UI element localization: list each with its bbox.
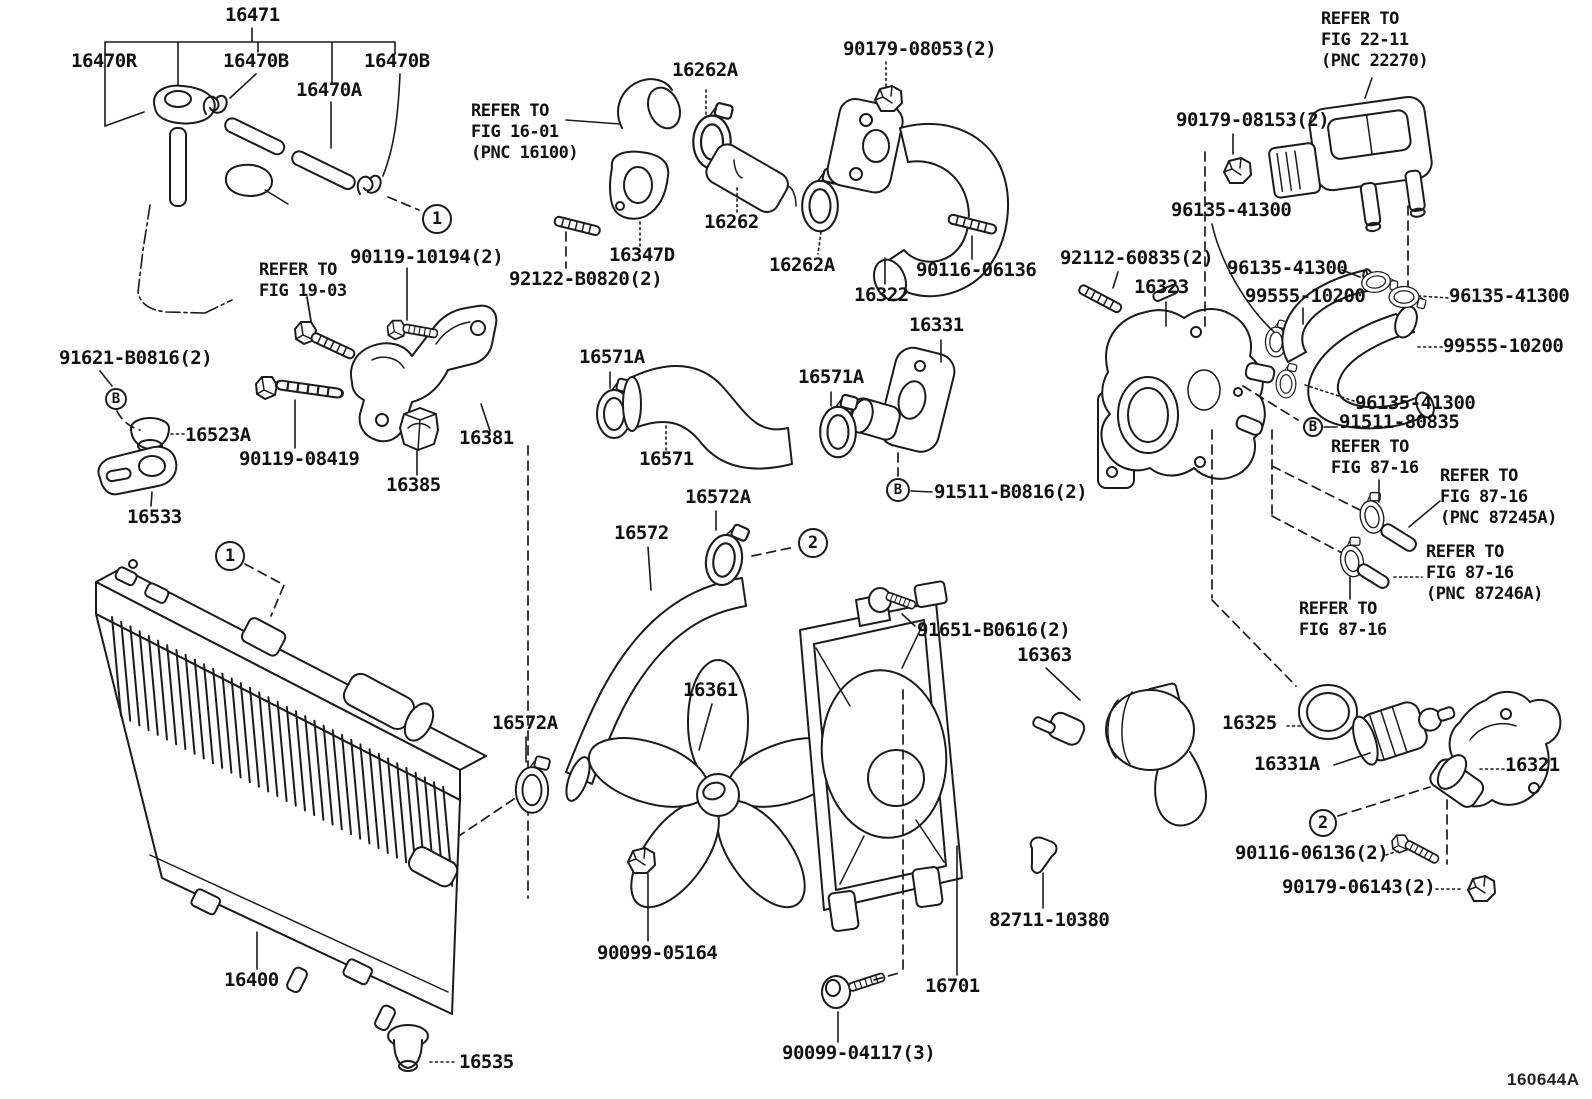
water-outlet-pipe-16322 bbox=[826, 61, 1009, 302]
callout-circle-B: B bbox=[886, 478, 910, 502]
part-number-label: 90099-05164 bbox=[597, 942, 718, 964]
reference-note: (PNC 87246A) bbox=[1426, 584, 1543, 604]
radiator-upper-hose-16571 bbox=[527, 365, 860, 899]
part-number-label: 16400 bbox=[224, 969, 279, 991]
part-number-label: 16535 bbox=[459, 1051, 514, 1073]
part-number-label: 16470R bbox=[71, 50, 137, 72]
figure-code: 160644A bbox=[1507, 1070, 1580, 1089]
reference-note: REFER TO bbox=[1440, 466, 1518, 486]
reference-note: FIG 22-11 bbox=[1321, 30, 1409, 50]
part-number-label: 92122-B0820(2) bbox=[509, 268, 663, 290]
fig-19-03-leader bbox=[306, 296, 312, 322]
reference-note: FIG 87-16 bbox=[1299, 620, 1387, 640]
reference-note: REFER TO bbox=[1331, 437, 1409, 457]
reference-note: REFER TO bbox=[1426, 542, 1504, 562]
reservoir-cap-and-tubes bbox=[137, 84, 420, 314]
callout-circle-1: 1 bbox=[215, 541, 245, 571]
reservoir-label-bracket bbox=[104, 27, 401, 177]
part-number-label: 16523A bbox=[185, 424, 251, 446]
part-number-label: 90099-04117(3) bbox=[782, 1042, 936, 1064]
reference-note: (PNC 87245A) bbox=[1440, 508, 1557, 528]
reference-note: FIG 19-03 bbox=[259, 281, 347, 301]
part-number-label: 16470B bbox=[223, 50, 289, 72]
callout-circle-2: 2 bbox=[798, 528, 828, 558]
part-number-label: 16533 bbox=[127, 506, 182, 528]
part-number-label: 16470A bbox=[296, 79, 362, 101]
vacuum-valve-22270 bbox=[1268, 95, 1433, 233]
part-number-label: 16571 bbox=[639, 448, 694, 470]
part-number-label: 99555-10200 bbox=[1245, 285, 1366, 307]
reference-note: REFER TO bbox=[1299, 599, 1377, 619]
part-number-label: 96135-41300 bbox=[1355, 392, 1476, 414]
part-number-label: 16571A bbox=[798, 366, 864, 388]
part-number-label: 96135-41300 bbox=[1449, 285, 1570, 307]
part-number-label: 16470B bbox=[364, 50, 430, 72]
part-number-label: 90116-06136 bbox=[916, 259, 1037, 281]
reference-note: REFER TO bbox=[259, 260, 337, 280]
reference-note: FIG 87-16 bbox=[1331, 458, 1419, 478]
thermostat-and-water-inlet bbox=[1286, 684, 1562, 902]
part-number-label: 99555-10200 bbox=[1443, 335, 1564, 357]
part-number-label: 16471 bbox=[225, 4, 280, 26]
part-number-label: 91621-B0816(2) bbox=[59, 347, 213, 369]
part-number-label: 16572A bbox=[492, 712, 558, 734]
part-number-label: 91651-B0616(2) bbox=[917, 619, 1071, 641]
part-number-label: 16347D bbox=[609, 244, 675, 266]
reference-note: REFER TO bbox=[471, 101, 549, 121]
callout-circle-1: 1 bbox=[422, 204, 452, 234]
part-number-label: 16325 bbox=[1222, 712, 1277, 734]
reference-note: (PNC 22270) bbox=[1321, 51, 1429, 71]
part-number-label: 16701 bbox=[925, 975, 980, 997]
part-number-label: 16572A bbox=[685, 486, 751, 508]
reference-note: FIG 87-16 bbox=[1426, 563, 1514, 583]
part-number-label: 16363 bbox=[1017, 644, 1072, 666]
thermostat-housing-16323 bbox=[1076, 133, 1361, 687]
part-number-label: 16571A bbox=[579, 346, 645, 368]
part-number-label: 16262A bbox=[672, 59, 738, 81]
part-number-label: 16331 bbox=[909, 314, 964, 336]
part-number-label: 16385 bbox=[386, 474, 441, 496]
radiator-lower-hose-16572 bbox=[443, 510, 796, 847]
reference-note: FIG 87-16 bbox=[1440, 487, 1528, 507]
reference-note: FIG 16-01 bbox=[471, 122, 559, 142]
bypass-hoses-99555 bbox=[1281, 267, 1449, 430]
part-number-label: 16323 bbox=[1134, 276, 1189, 298]
part-number-label: 96135-41300 bbox=[1227, 257, 1348, 279]
inlet-hose-16262-assy bbox=[552, 89, 842, 269]
part-number-label: 90119-08419 bbox=[239, 448, 360, 470]
part-number-label: 90179-06143(2) bbox=[1282, 876, 1436, 898]
callout-circle-B: B bbox=[1303, 417, 1323, 437]
part-number-label: 16262A bbox=[769, 254, 835, 276]
fan-shroud-16701 bbox=[627, 580, 1058, 1043]
fan-motor-16363 bbox=[868, 587, 1208, 827]
part-number-label: 92112-60835(2) bbox=[1060, 247, 1214, 269]
part-number-label: 90119-10194(2) bbox=[350, 246, 504, 268]
part-number-label: 90179-08153(2) bbox=[1176, 109, 1330, 131]
part-number-label: 90116-06136(2) bbox=[1235, 842, 1389, 864]
reference-note: (PNC 16100) bbox=[471, 143, 579, 163]
part-number-label: 16572 bbox=[614, 522, 669, 544]
part-number-label: 91511-B0816(2) bbox=[934, 481, 1088, 503]
heater-pipe-clamps-87-16 bbox=[1335, 479, 1441, 600]
part-number-label: 16262 bbox=[704, 211, 759, 233]
part-number-label: 90179-08053(2) bbox=[843, 38, 997, 60]
callout-circle-B: B bbox=[105, 388, 127, 410]
callout-circle-2: 2 bbox=[1309, 809, 1337, 837]
part-number-label: 16322 bbox=[854, 284, 909, 306]
reference-note: REFER TO bbox=[1321, 9, 1399, 29]
part-number-label: 96135-41300 bbox=[1171, 199, 1292, 221]
part-number-label: 82711-10380 bbox=[989, 909, 1110, 931]
part-number-label: 16321 bbox=[1505, 754, 1560, 776]
part-number-label: 16331A bbox=[1254, 753, 1320, 775]
part-number-label: 91511-80835 bbox=[1339, 411, 1460, 433]
part-number-label: 16361 bbox=[683, 679, 738, 701]
part-number-label: 16381 bbox=[459, 427, 514, 449]
engine-pipe-16100 bbox=[565, 78, 681, 130]
cap-16523A-and-bracket-16533 bbox=[97, 370, 185, 507]
radiator-16400 bbox=[95, 559, 487, 1072]
water-outlet-16331 bbox=[847, 339, 956, 493]
